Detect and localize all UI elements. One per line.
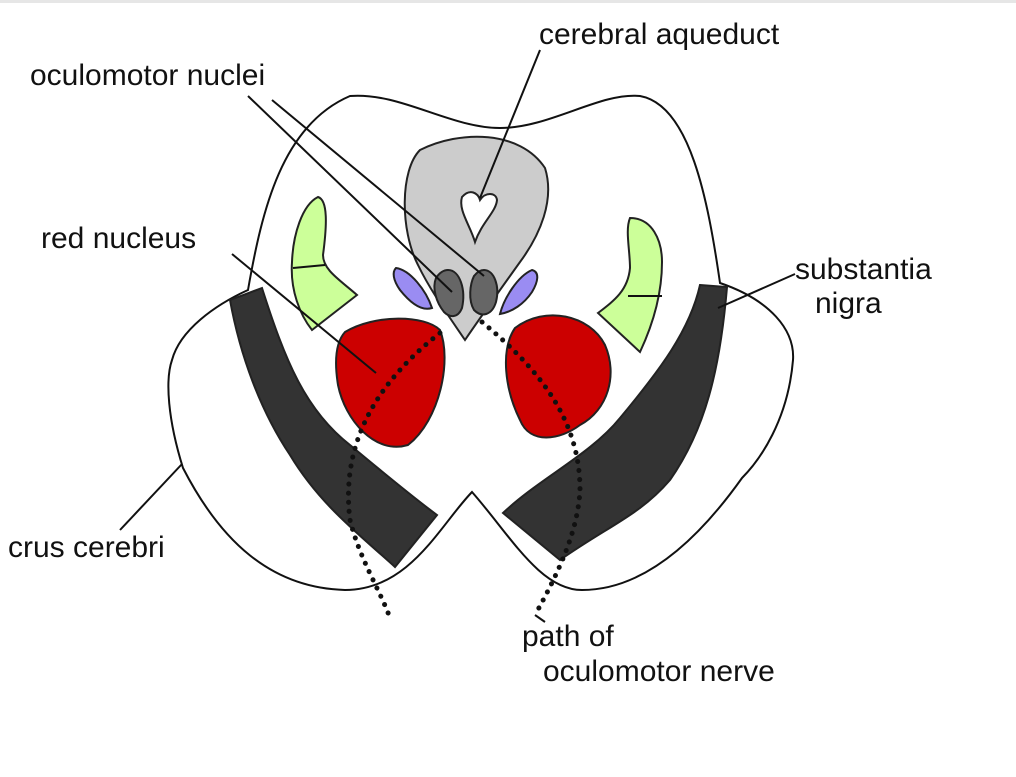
label-crus-cerebri: crus cerebri xyxy=(8,531,165,564)
label-substantia-nigra-line2: nigra xyxy=(815,287,882,320)
label-cerebral-aqueduct: cerebral aqueduct xyxy=(539,18,780,51)
top-border xyxy=(0,0,1016,3)
leader-crus-cerebri xyxy=(119,463,183,531)
cerebral-aqueduct xyxy=(460,191,499,246)
green-region-right xyxy=(596,216,664,354)
leader-substantia-nigra xyxy=(717,273,796,309)
leader-red-nucleus xyxy=(231,253,377,374)
label-nerve-path-line2: oculomotor nerve xyxy=(543,655,775,688)
small-nucleus-left xyxy=(392,266,434,310)
leader-oculomotor-nuclei-1 xyxy=(247,95,453,293)
label-substantia-nigra-line1: substantia xyxy=(795,253,932,286)
substantia-nigra-left xyxy=(228,286,439,569)
leader-cerebral-aqueduct xyxy=(479,49,541,199)
small-nucleus-right xyxy=(498,268,539,316)
leader-nerve-path xyxy=(534,614,546,623)
label-nerve-path-line1: path of xyxy=(522,620,614,653)
label-red-nucleus: red nucleus xyxy=(41,222,196,255)
green-region-left xyxy=(290,195,359,332)
oculomotor-nucleus-right xyxy=(469,268,499,316)
red-nucleus-right xyxy=(505,314,612,439)
leader-oculomotor-nuclei-2 xyxy=(271,99,485,277)
green-region-left-divider xyxy=(292,264,326,269)
substantia-nigra-right xyxy=(501,283,729,562)
label-oculomotor-nuclei: oculomotor nuclei xyxy=(30,59,265,92)
